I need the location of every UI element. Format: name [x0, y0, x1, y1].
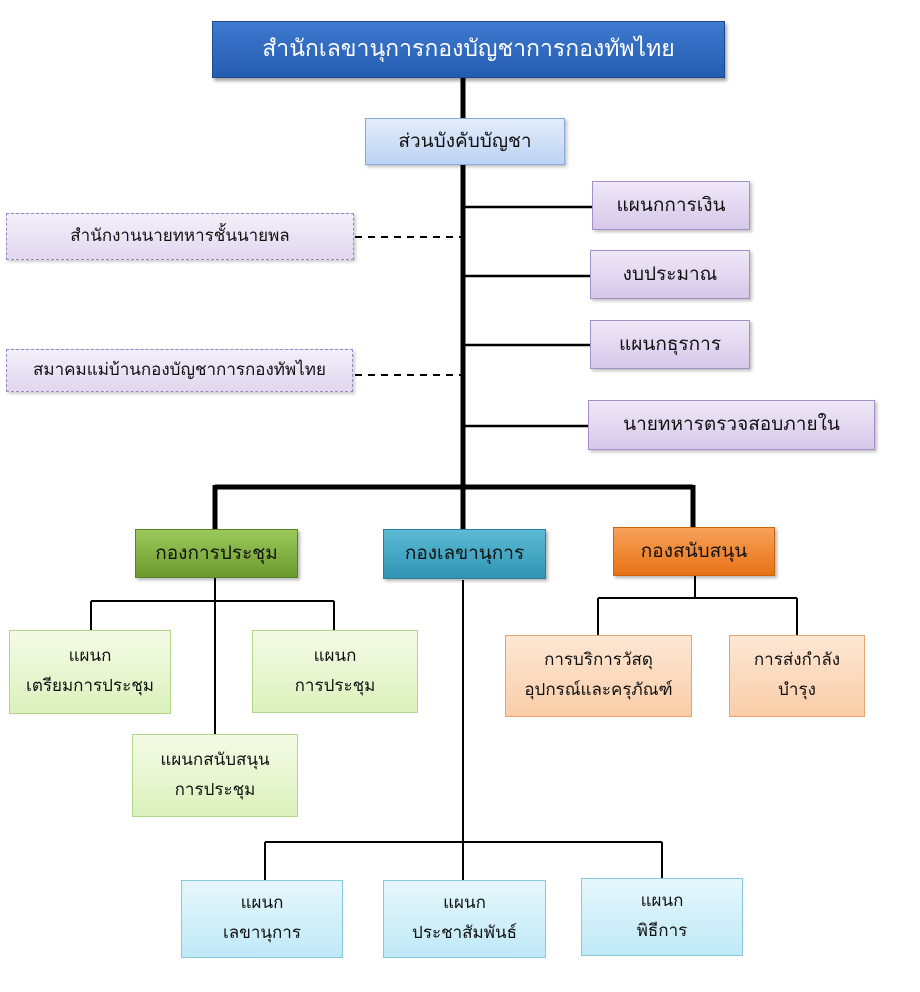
division-support-label: กองสนับสนุน [640, 539, 748, 562]
command-box: ส่วนบังคับบัญชา [365, 118, 565, 165]
section-line2: เลขานุการ [223, 923, 301, 943]
division-support-box: กองสนับสนุน [613, 527, 775, 576]
ceremony-section-box: แผนก พิธีการ [581, 878, 743, 956]
staff-budget-label: งบประมาณ [622, 262, 718, 285]
section-line2: อุปกรณ์และครุภัณฑ์ [524, 680, 673, 700]
staff-finance-box: แผนกการเงิน [592, 181, 750, 230]
division-meeting-box: กองการประชุม [135, 529, 298, 578]
division-meeting-label: กองการประชุม [155, 541, 278, 564]
staff-audit-box: นายทหารตรวจสอบภายใน [588, 400, 875, 450]
meeting-support-section-box: แผนกสนับสนุน การประชุม [132, 734, 298, 817]
root-box: สำนักเลขานุการกองบัญชาการกองทัพไทย [212, 21, 725, 78]
section-line2: เตรียมการประชุม [26, 676, 154, 696]
logistics-section-box: การส่งกำลัง บำรุง [729, 635, 865, 717]
section-line1: แผนก [443, 893, 486, 914]
staff-audit-label: นายทหารตรวจสอบภายใน [623, 413, 840, 436]
division-secretariat-label: กองเลขานุการ [404, 542, 525, 565]
advisory-general-office-label: สำนักงานนายทหารชั้นนายพล [70, 225, 290, 246]
staff-finance-label: แผนกการเงิน [616, 193, 726, 216]
section-line2: ประชาสัมพันธ์ [412, 923, 517, 943]
meeting-prep-section-box: แผนก เตรียมการประชุม [9, 630, 171, 714]
advisory-association-box: สมาคมแม่บ้านกองบัญชาการกองทัพไทย [6, 349, 353, 392]
section-line1: การบริการวัสดุ [544, 650, 653, 671]
section-line1: แผนกสนับสนุน [160, 749, 270, 770]
section-line1: แผนก [640, 891, 684, 912]
division-secretariat-box: กองเลขานุการ [383, 529, 546, 579]
section-line1: แผนก [68, 646, 112, 667]
section-line1: การส่งกำลัง [753, 650, 841, 671]
command-label: ส่วนบังคับบัญชา [398, 129, 532, 152]
advisory-association-label: สมาคมแม่บ้านกองบัญชาการกองทัพไทย [33, 359, 326, 380]
advisory-general-office-box: สำนักงานนายทหารชั้นนายพล [6, 213, 354, 260]
secretariat-section-box: แผนก เลขานุการ [181, 880, 343, 958]
section-line2: การประชุม [174, 779, 256, 800]
section-line2: พิธีการ [636, 921, 688, 941]
section-line2: บำรุง [778, 680, 816, 700]
public-relations-section-box: แผนก ประชาสัมพันธ์ [383, 880, 546, 958]
materials-service-section-box: การบริการวัสดุ อุปกรณ์และครุภัณฑ์ [505, 635, 692, 717]
staff-admin-label: แผนกธุรการ [618, 332, 722, 355]
section-line1: แผนก [313, 645, 357, 666]
root-label: สำนักเลขานุการกองบัญชาการกองทัพไทย [262, 36, 675, 63]
staff-admin-box: แผนกธุรการ [590, 320, 750, 369]
section-line2: การประชุม [294, 675, 376, 696]
staff-budget-box: งบประมาณ [590, 250, 750, 299]
section-line1: แผนก [240, 893, 284, 914]
meeting-section-box: แผนก การประชุม [252, 630, 418, 713]
